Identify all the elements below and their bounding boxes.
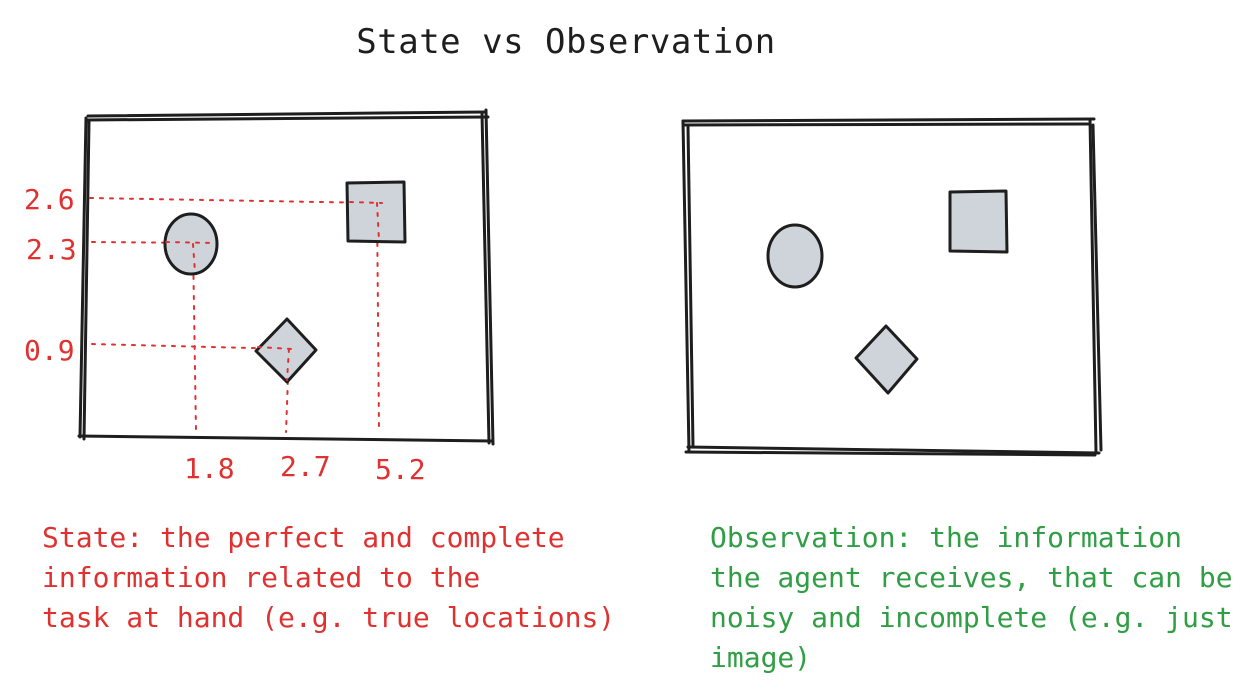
y-label-2.3: 2.3: [26, 233, 77, 266]
observation-caption-line: noisy and incomplete (e.g. just an: [710, 601, 1250, 634]
state-caption-line: task at hand (e.g. true locations): [42, 601, 616, 634]
x-label-1.8: 1.8: [184, 452, 235, 485]
state-square: [345, 180, 407, 244]
state-caption-line: information related to the: [42, 561, 481, 594]
guide-x-5.2: [376, 202, 380, 433]
observation-caption-line: the agent receives, that can be: [710, 561, 1233, 594]
y-label-2.6: 2.6: [24, 183, 75, 216]
state-circle: [163, 212, 219, 276]
observation-caption: Observation: the information the agent r…: [710, 518, 1250, 678]
state-guides: [89, 197, 380, 433]
guide-y-2.6: [89, 197, 379, 204]
guide-x-1.8: [192, 245, 197, 433]
guide-y-0.9: [91, 343, 291, 350]
diagram-title: State vs Observation: [356, 22, 776, 62]
x-label-2.7: 2.7: [280, 450, 331, 483]
x-label-5.2: 5.2: [375, 453, 426, 486]
observation-diamond: [854, 324, 919, 395]
y-label-0.9: 0.9: [24, 334, 75, 367]
observation-caption-line: Observation: the information: [710, 521, 1183, 554]
state-shapes: [163, 180, 407, 384]
observation-square: [948, 189, 1009, 254]
state-diamond: [254, 317, 318, 384]
observation-frame: [681, 117, 1103, 457]
state-frame: [77, 108, 495, 446]
observation-circle: [766, 223, 824, 289]
observation-caption-line: image): [710, 641, 812, 674]
observation-shapes: [766, 189, 1009, 395]
state-caption: State: the perfect and complete informat…: [42, 518, 615, 638]
state-caption-line: State: the perfect and complete: [42, 521, 565, 554]
